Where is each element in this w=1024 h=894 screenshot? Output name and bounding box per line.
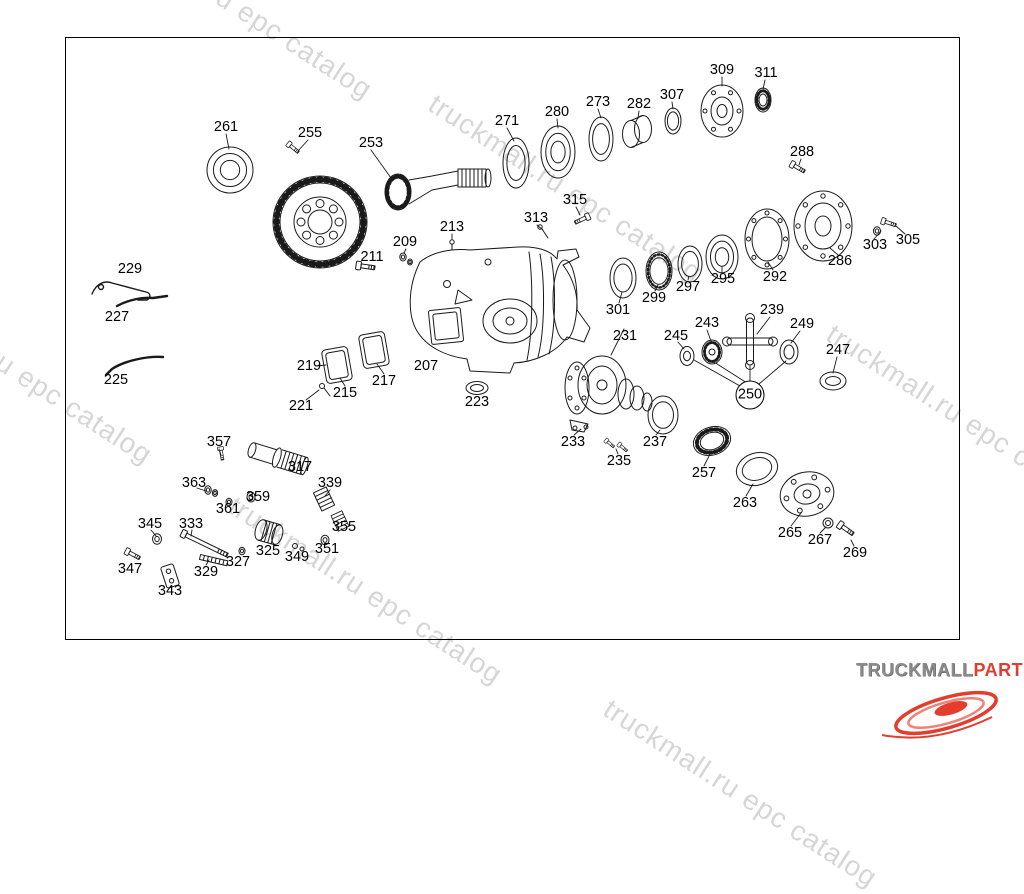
part-357-drawing [217, 446, 226, 461]
part-243-drawing [701, 339, 723, 365]
part-225-drawing [104, 355, 165, 377]
part-261-drawing [207, 147, 253, 193]
leader-lines [150, 76, 906, 566]
part-288-drawing [788, 159, 807, 176]
part-253-drawing [272, 168, 492, 269]
part-233-drawing [569, 419, 589, 433]
part-339-drawing [312, 486, 336, 512]
part-286-drawing [793, 190, 853, 262]
part-263-drawing [735, 451, 779, 487]
diagram-border [65, 37, 960, 640]
part-227-drawing [115, 294, 169, 308]
part-343-drawing [160, 563, 180, 589]
part-280-drawing [541, 126, 575, 178]
part-245-drawing [680, 347, 694, 366]
diagram-art [91, 76, 906, 589]
part-257-drawing [692, 425, 732, 457]
part-349-drawing [292, 543, 305, 552]
part-345-drawing [153, 534, 162, 544]
part-219-drawing [321, 346, 353, 384]
part-271-drawing [503, 138, 529, 188]
part-327-drawing [237, 545, 247, 557]
part-282-drawing [622, 115, 652, 148]
part-325-drawing [254, 519, 284, 546]
logo-brand-accent-text: PARTS [973, 660, 1024, 680]
part-213-drawing [449, 239, 455, 251]
part-207-drawing [409, 246, 591, 374]
part-359-drawing [247, 492, 255, 502]
part-297-drawing [678, 246, 702, 282]
part-223-drawing [465, 381, 489, 395]
part-255-drawing [285, 140, 301, 156]
part-309-drawing [700, 84, 744, 138]
part-313-drawing [537, 224, 549, 239]
part-269-drawing [835, 519, 856, 538]
part-221-drawing [319, 383, 331, 397]
part-363-drawing [205, 486, 220, 499]
part-305-drawing [879, 216, 898, 229]
part-239-drawing [722, 313, 778, 370]
part-347-drawing [123, 547, 142, 562]
part-361-drawing [224, 496, 234, 508]
part-235-drawing [603, 437, 629, 454]
part-299-drawing [646, 252, 672, 290]
part-265-drawing [779, 471, 835, 517]
part-303-drawing [874, 227, 881, 235]
part-273-drawing [589, 117, 613, 161]
part-351-drawing [321, 535, 329, 545]
logo-text: TRUCKMALLPARTS [856, 660, 1024, 681]
part-249-drawing [779, 339, 799, 365]
part-317-drawing [247, 442, 309, 476]
part-209-drawing [397, 251, 414, 267]
part-333-drawing [179, 529, 229, 558]
part-211-drawing [354, 260, 376, 273]
part-301-drawing [610, 258, 636, 298]
part-237-drawing [648, 396, 678, 434]
part-267-drawing [823, 518, 833, 528]
part-355-drawing [330, 510, 350, 532]
part-247-drawing [819, 371, 847, 391]
part-292-drawing [744, 208, 790, 270]
part-329-drawing [198, 554, 229, 567]
part-307-drawing [665, 108, 681, 134]
logo-brand-text: TRUCKMALL [856, 660, 974, 680]
logo-swoosh-icon [881, 690, 998, 739]
vendor-logo: TRUCKMALLPARTS [856, 660, 1024, 745]
part-311-drawing [754, 87, 772, 113]
part-231-drawing [564, 355, 653, 415]
part-217-drawing [358, 331, 390, 369]
part-315-drawing [573, 212, 592, 227]
